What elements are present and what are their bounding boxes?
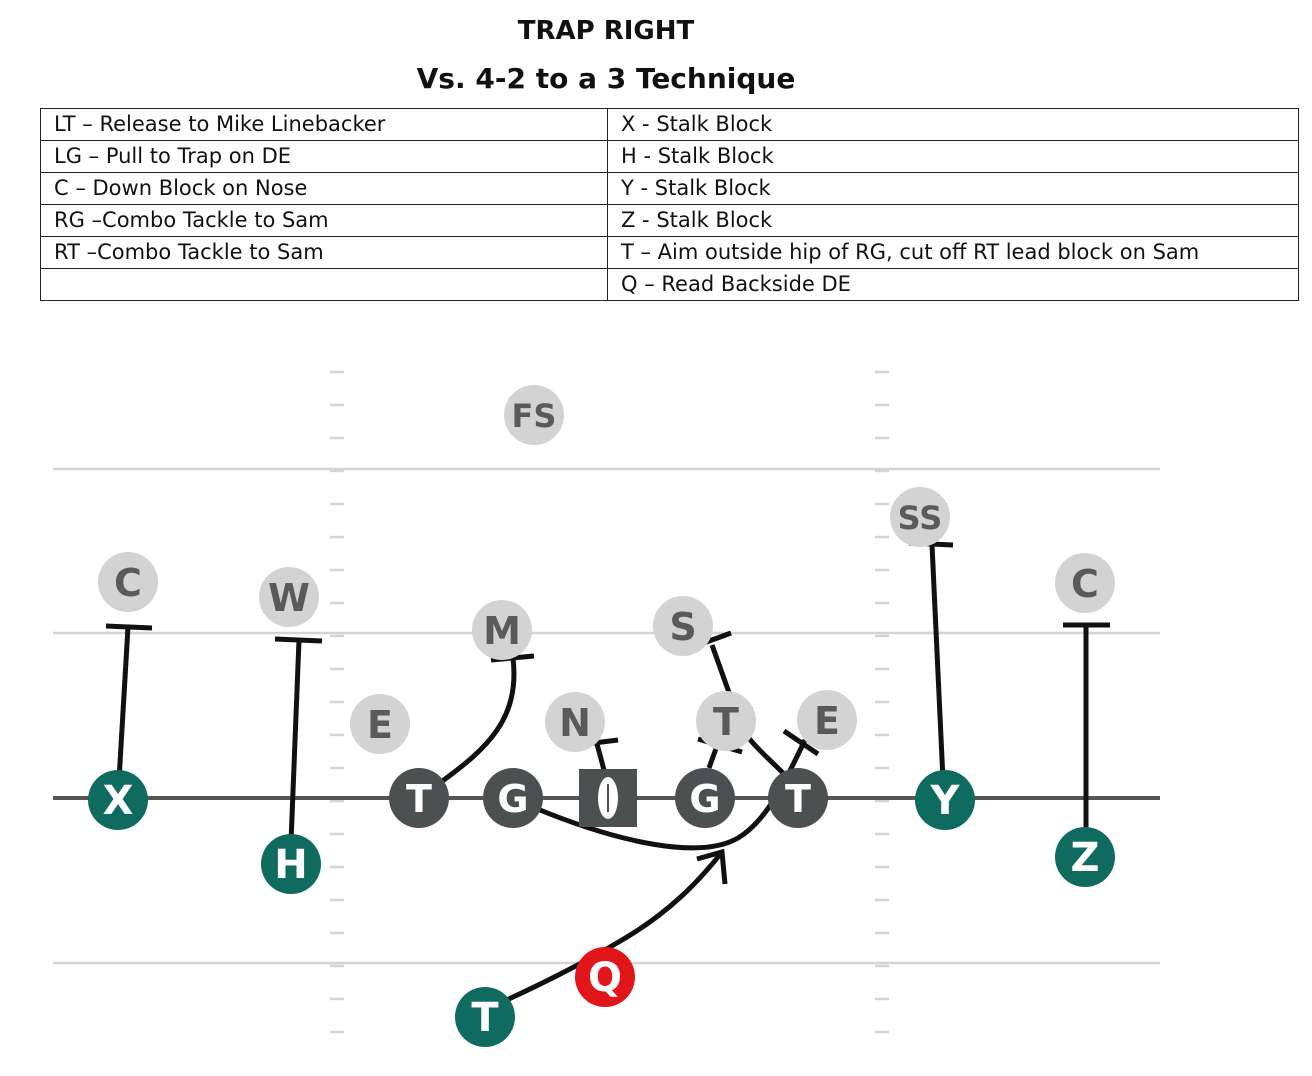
quarterback: Q (575, 947, 635, 1007)
defender-w-circle (259, 567, 319, 627)
table-row: LT – Release to Mike Linebacker X - Stal… (40, 108, 1299, 141)
receiver-t-label: T (471, 995, 499, 1041)
assignment-table: LT – Release to Mike Linebacker X - Stal… (40, 108, 1299, 301)
assignment-cell (40, 268, 608, 301)
defender-n-label: N (559, 701, 591, 745)
receiver-z-label: Z (1070, 835, 1099, 881)
lineman-g: G (483, 768, 543, 828)
defender-t-label: T (713, 700, 739, 744)
receiver-h-label: H (274, 842, 307, 888)
defender-ss: SS (890, 487, 950, 547)
lineman-t-label: T (406, 777, 432, 821)
receiver-h: H (261, 834, 321, 894)
lg-block-bar (782, 728, 820, 757)
assignment-cell: LT – Release to Mike Linebacker (40, 108, 608, 141)
assignment-cell: RG –Combo Tackle to Sam (40, 204, 608, 237)
defender-ss-circle (890, 487, 950, 547)
y-stalk-route (929, 544, 946, 781)
defender-e: E (797, 690, 857, 750)
defender-c-circle (98, 552, 158, 612)
defender-fs-circle (504, 385, 564, 445)
lineman-g: G (675, 768, 735, 828)
assignment-cell: T – Aim outside hip of RG, cut off RT le… (607, 236, 1299, 269)
defender-e: E (350, 694, 410, 754)
assignment-cell: X - Stalk Block (607, 108, 1299, 141)
assignment-cell: C – Down Block on Nose (40, 172, 608, 205)
defender-e-label: E (367, 703, 393, 747)
receiver-x-label: X (103, 778, 134, 824)
lineman-g-label: G (497, 777, 528, 821)
h-stalk-route (288, 639, 302, 843)
defender-c: C (1055, 553, 1115, 613)
defender-e-circle (797, 690, 857, 750)
lineman-g-circle (675, 768, 735, 828)
quarterback-circle (575, 947, 635, 1007)
receiver-t: T (455, 987, 515, 1047)
tb-path (483, 850, 724, 1013)
defender-w: W (259, 567, 319, 627)
table-row: C – Down Block on Nose Y - Stalk Block (40, 172, 1299, 205)
defender-c-circle (1055, 553, 1115, 613)
assignment-cell: Z - Stalk Block (607, 204, 1299, 237)
defender-c-label: C (114, 561, 142, 605)
lineman-g-circle (483, 768, 543, 828)
defender-n: N (545, 692, 605, 752)
defender-s: S (653, 596, 713, 656)
defender-m-circle (472, 600, 532, 660)
defender-fs: FS (504, 385, 564, 445)
quarterback-label: Q (588, 955, 622, 1001)
defender-n-circle (545, 692, 605, 752)
defender-s-circle (653, 596, 713, 656)
lt-release-route (439, 657, 517, 785)
lineman-t-circle (389, 768, 449, 828)
receiver-y: Y (915, 770, 975, 830)
receiver-y-label: Y (930, 778, 961, 824)
play-title: TRAP RIGHT (517, 16, 695, 46)
tb-arrow-head (696, 848, 728, 885)
defender-c: C (98, 552, 158, 612)
receiver-h-circle (261, 834, 321, 894)
lineman-g-label: G (689, 777, 720, 821)
lineman-t-circle (768, 768, 828, 828)
defender-t: T (696, 691, 756, 751)
defender-ss-label: SS (898, 499, 943, 537)
table-row: Q – Read Backside DE (40, 268, 1299, 301)
defender-c-label: C (1071, 562, 1099, 606)
defender-m-label: M (483, 609, 521, 653)
defender-s-label: S (669, 605, 696, 649)
x-block-bar (105, 623, 153, 631)
defender-e-circle (350, 694, 410, 754)
assignment-cell: Y - Stalk Block (607, 172, 1299, 205)
lineman-t-label: T (785, 777, 811, 821)
defender-e-label: E (814, 699, 840, 743)
receiver-x-circle (88, 770, 148, 830)
receiver-z-circle (1055, 827, 1115, 887)
center-down-route (594, 743, 607, 771)
defender-w-label: W (268, 576, 310, 620)
lineman-t: T (389, 768, 449, 828)
receiver-z: Z (1055, 827, 1115, 887)
lineman-t: T (768, 768, 828, 828)
receiver-x: X (88, 770, 148, 830)
h-block-bar (274, 636, 323, 644)
defender-m: M (472, 600, 532, 660)
receiver-y-circle (915, 770, 975, 830)
assignment-cell: Q – Read Backside DE (607, 268, 1299, 301)
receiver-t-circle (455, 987, 515, 1047)
assignment-cell: RT –Combo Tackle to Sam (40, 236, 608, 269)
table-row: RG –Combo Tackle to Sam Z - Stalk Block (40, 204, 1299, 237)
football-icon (579, 769, 637, 827)
defender-t-circle (696, 691, 756, 751)
table-row: RT –Combo Tackle to Sam T – Aim outside … (40, 236, 1299, 269)
field-lines (53, 370, 1160, 1034)
play-subtitle: Vs. 4-2 to a 3 Technique (416, 62, 796, 95)
defender-fs-label: FS (512, 397, 557, 435)
x-stalk-route (116, 626, 131, 781)
